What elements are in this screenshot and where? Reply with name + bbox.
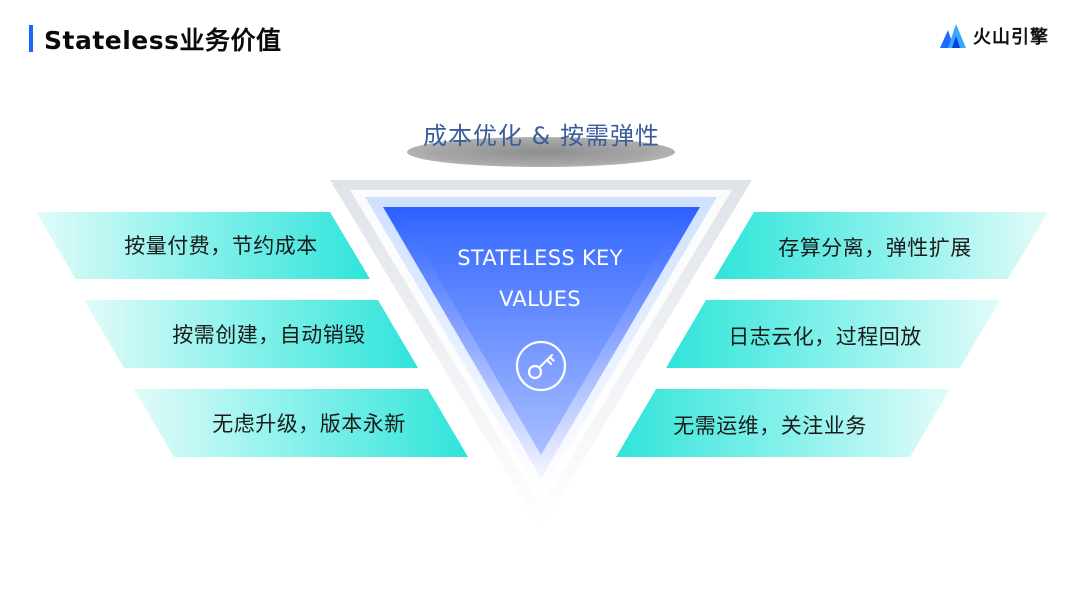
right-item-2: 日志云化，过程回放 <box>728 325 922 349</box>
brand-name: 火山引擎 <box>973 27 1049 48</box>
top-banner: 成本优化 & 按需弹性 <box>400 112 690 172</box>
center-caption: STATELESS KEY VALUES <box>440 238 640 320</box>
center-line-1: STATELESS KEY <box>457 246 623 270</box>
top-label: 成本优化 & 按需弹性 <box>423 122 660 150</box>
left-item-1: 按量付费，节约成本 <box>124 234 318 258</box>
mountain-logo-icon <box>940 24 966 48</box>
right-band-3 <box>616 389 950 457</box>
right-item-3: 无需运维，关注业务 <box>673 414 867 438</box>
right-band-2 <box>666 300 1000 368</box>
triangle-inner-highlight <box>405 220 678 455</box>
left-band-2 <box>84 300 418 368</box>
right-band-1 <box>714 212 1048 279</box>
left-item-2: 按需创建，自动销毁 <box>172 323 366 347</box>
title-accent-bar <box>29 25 33 52</box>
left-band-3 <box>134 389 468 457</box>
key-icon <box>515 340 567 392</box>
left-item-3: 无虑升级，版本永新 <box>212 412 406 436</box>
page-title: Stateless业务价值 <box>44 26 282 55</box>
left-band-1 <box>36 212 370 279</box>
center-line-2: VALUES <box>499 287 581 311</box>
brand-logo: 火山引擎 <box>938 22 1049 50</box>
right-item-1: 存算分离，弹性扩展 <box>778 236 972 260</box>
banner-shadow-ellipse <box>407 137 675 167</box>
